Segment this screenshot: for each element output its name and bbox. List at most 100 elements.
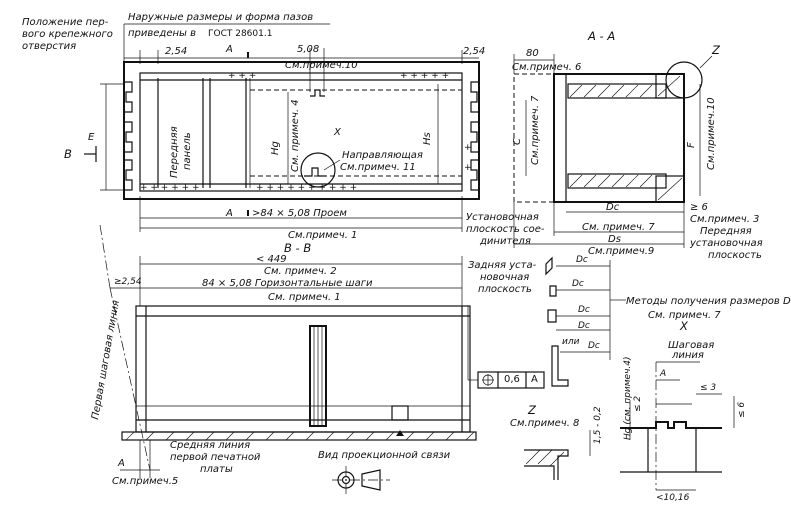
note1-top: См.примеч. 1 [288, 230, 357, 241]
svg-text:+ + + + +: + + + + + [400, 71, 449, 81]
view-b-label: B [64, 147, 72, 161]
note8-label: См.примеч. 8 [510, 418, 579, 429]
projection-label: Вид проекционной связи [318, 450, 451, 461]
dim-e: E [88, 132, 95, 143]
z-mark: Z [711, 43, 721, 57]
front-panel-2: панель [182, 132, 193, 170]
gost-ref: ГОСТ 28601.1 [208, 29, 272, 39]
ge6-label: ≥ 6 [690, 202, 708, 213]
svg-text:+ + + + + + + + + +: + + + + + + + + + + [256, 183, 357, 193]
hs-label: Hs [422, 132, 433, 145]
svg-text:+: + [464, 143, 472, 153]
z-detail-title: Z [527, 403, 537, 417]
note5-label: См.примеч.5 [112, 476, 178, 487]
section-aa-view [513, 54, 713, 248]
note7-bottom: См. примеч. 7 [582, 222, 655, 233]
note7-vertical: См.примеч. 7 [530, 95, 541, 165]
ge254-label: ≥2,54 [114, 277, 142, 287]
section-aa-title: A - A [587, 29, 615, 43]
section-bb-view [99, 224, 545, 478]
section-bb-title: B - B [284, 241, 311, 255]
dim-254-left: 2,54 [165, 46, 187, 57]
install-plane-3: динителя [479, 236, 531, 247]
step-line-2: линия [671, 350, 704, 361]
outer-dims-label: Наружные размеры и форма пазов [128, 12, 313, 23]
le3-label: ≤ 3 [700, 383, 716, 393]
guide-profile [304, 167, 326, 177]
a-bottom-label: A [117, 458, 125, 469]
right-slot-profile [470, 81, 479, 191]
dim-254-right: 2,54 [463, 46, 485, 57]
mid-line-3: платы [200, 464, 233, 475]
rear-install-2: новочная [480, 272, 529, 283]
front-panel-1: Передняя [169, 126, 180, 178]
bb-base-plate [121, 431, 477, 441]
horiz-steps-label: 84 × 5,08 Горизонтальные шаги [202, 278, 373, 289]
dim-508: 5,08 [297, 44, 319, 55]
guide-label: Направляющая [342, 150, 423, 161]
note3-label: См.примеч. 3 [690, 214, 759, 225]
front-install-1: Передняя [700, 226, 752, 237]
note4-label: См. примеч. 4 [290, 99, 301, 172]
dim-c: C [512, 138, 523, 145]
note9-label: См.примеч.9 [588, 246, 654, 257]
bb-chassis [135, 305, 471, 433]
rear-install-3: плоскость [478, 284, 532, 295]
note10-label: См.примеч.10 [285, 60, 358, 71]
note6-label: См.примеч. 6 [512, 62, 581, 73]
mount-hole-label-1: Положение пер- [22, 17, 109, 28]
dim-1016: <10,16 [656, 493, 690, 503]
front-install-3: плоскость [708, 250, 762, 261]
dc-method-5: Dc [588, 341, 600, 351]
upper-guide-profile [310, 89, 325, 97]
opening-label: >84 × 5,08 Проем [252, 208, 347, 219]
tolerance-datum: A [531, 374, 538, 385]
front-install-2: установочная [689, 238, 763, 249]
tolerance-value: 0,6 [504, 374, 520, 385]
front-view: + + + + + + + + + + + + + + + + + + + + … [84, 23, 480, 232]
mount-hole-label-2: вого крепежного [22, 29, 113, 40]
dc-method-1: Dc [576, 255, 588, 265]
dc-method-2: Dc [572, 279, 584, 289]
mid-line-2: первой печатной [170, 452, 261, 463]
dc-method-4: Dc [578, 321, 590, 331]
install-plane-2: плоскость сое- [466, 224, 545, 235]
first-step-line-label: Первая шаговая линия [90, 299, 122, 420]
dim-80: 80 [526, 48, 539, 59]
a-detail-label: A [659, 369, 666, 379]
svg-text:+ + + + + +: + + + + + + [140, 183, 200, 193]
z-detail-circle [665, 61, 703, 99]
note1-mid: См. примеч. 1 [268, 292, 341, 303]
projection-symbol [332, 466, 390, 494]
section-a-bottom: A [225, 208, 233, 219]
x-mark: X [333, 127, 342, 138]
svg-text:+ + +: + + + [228, 71, 256, 81]
section-a-top: A [225, 44, 233, 55]
datum-a-box [391, 405, 409, 421]
le6-label: ≤ 6 [737, 402, 747, 418]
x-detail-title: X [679, 319, 689, 333]
step-line-1: Шаговая [668, 340, 714, 351]
hg-label: Hg [270, 141, 281, 155]
guide-detail-circle [300, 152, 336, 188]
svg-text:+: + [464, 163, 472, 173]
dim-f: F [686, 142, 697, 148]
rear-install-1: Задняя уста- [468, 260, 537, 271]
left-slot-profile [124, 81, 133, 191]
dc-methods [545, 256, 626, 387]
methods-label: Методы получения размеров Dc [626, 296, 791, 307]
detail-x [620, 361, 735, 491]
install-plane-1: Установочная [466, 212, 539, 223]
or-label: или [562, 337, 580, 347]
ds-label: Ds [608, 234, 621, 245]
gost-prefix: приведены в [128, 28, 196, 39]
note7-methods: См. примеч. 7 [648, 310, 721, 321]
note2-label: См. примеч. 2 [264, 266, 337, 277]
dc-method-3: Dc [578, 305, 590, 315]
le2-label: ≤ 2 [633, 396, 643, 412]
dc-label: Dc [606, 202, 620, 213]
note11-label: См.примеч. 11 [340, 162, 416, 173]
mid-line-1: Средняя линия [170, 440, 250, 451]
